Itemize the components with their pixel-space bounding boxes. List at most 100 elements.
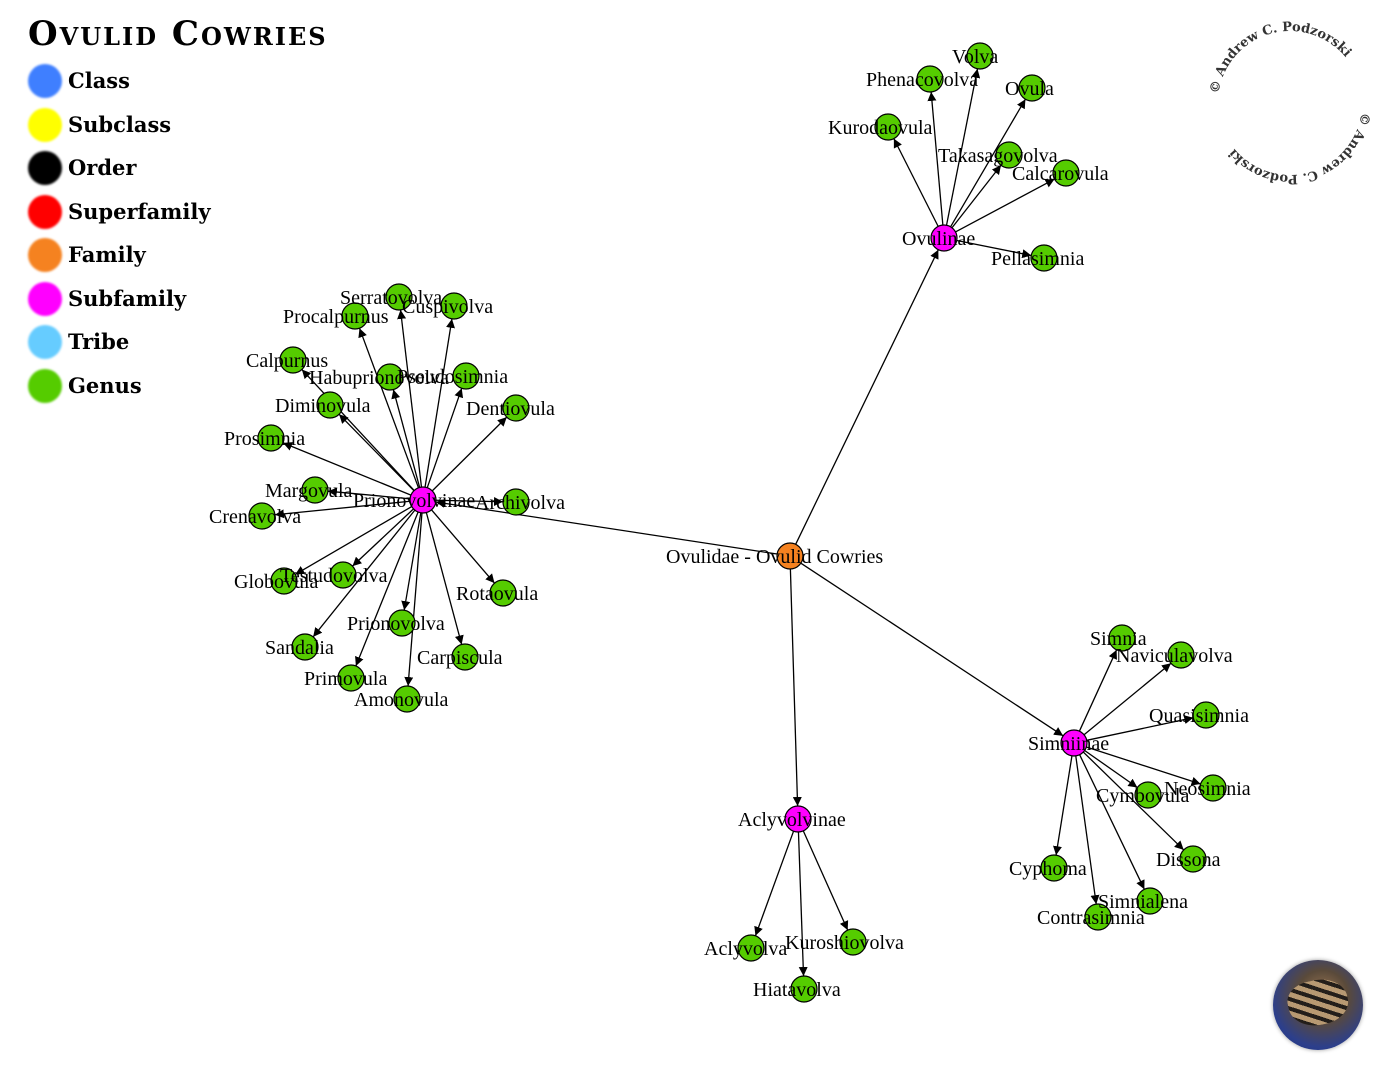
edge-aclyvolvinae-to-aclyvolva — [754, 830, 795, 937]
genus-quasisimnia-label: Quasisimnia — [1149, 705, 1249, 727]
edge-family-to-aclyvolvinae — [789, 568, 802, 807]
genus-cyphoma-label: Cyphoma — [1009, 858, 1087, 880]
genus-cyphoma-node — [1040, 854, 1068, 882]
legend-label: Class — [68, 68, 130, 93]
edge-simniinae-to-contrasimnia — [1075, 755, 1100, 905]
genus-margovula-label: Margovula — [265, 480, 353, 502]
subfamily-prionovolvinae-label: Prionovolvinae — [353, 490, 475, 512]
genus-procalpurnus-node — [341, 302, 369, 330]
edge-simniinae-to-cyphoma — [1053, 755, 1073, 856]
genus-naviculavolva-label: Naviculavolva — [1116, 645, 1233, 667]
legend-label: Order — [68, 155, 137, 180]
edge-family-to-prionovolvinae — [435, 498, 778, 555]
subfamily-aclyvolvinae-node — [784, 805, 812, 833]
legend-swatch — [28, 64, 62, 98]
genus-prosimnia-node — [257, 424, 285, 452]
genus-cuspivolva-label: Cuspivolva — [402, 296, 493, 318]
edge-simniinae-to-neosimnia — [1086, 746, 1201, 786]
genus-rotaovula-label: Rotaovula — [456, 583, 538, 605]
genus-ovula-node — [1018, 74, 1046, 102]
genus-hiatavolva-label: Hiatavolva — [753, 979, 841, 1001]
legend-label: Subclass — [68, 111, 172, 137]
genus-simnia-node — [1108, 624, 1136, 652]
edge-prionovolvinae-to-calpurnus — [301, 369, 415, 491]
edge-prionovolvinae-to-dentiovula — [431, 416, 508, 492]
genus-volva-label: Volva — [952, 46, 998, 68]
genus-sandalia-node — [291, 633, 319, 661]
legend-label: Subfamily — [68, 285, 187, 311]
genus-dentiovula-label: Dentiovula — [466, 398, 555, 420]
genus-primovula-node — [337, 664, 365, 692]
cowrie-shell-graphic — [1283, 974, 1353, 1031]
genus-amonovula-label: Amonovula — [354, 689, 449, 711]
edge-aclyvolvinae-to-kuroshiovolva — [802, 830, 849, 931]
genus-dentiovula-node — [502, 394, 530, 422]
edge-prionovolvinae-to-rotaovula — [430, 509, 496, 584]
genus-dissona-label: Dissona — [1156, 849, 1221, 871]
genus-takasagovolva-node — [995, 141, 1023, 169]
edge-aclyvolvinae-to-hiatavolva — [797, 831, 808, 977]
edge-simniinae-to-simnia — [1078, 649, 1118, 732]
genus-rotaovula-node — [489, 579, 517, 607]
genus-margovula-node — [301, 476, 329, 504]
edge-prionovolvinae-to-procalpurnus — [358, 327, 420, 489]
genus-carpiscula-node — [451, 643, 479, 671]
subfamily-simniinae-node — [1060, 729, 1088, 757]
genus-simnialena-node — [1136, 887, 1164, 915]
legend-label: Family — [68, 242, 146, 267]
genus-contrasimnia-label: Contrasimnia — [1037, 907, 1145, 929]
genus-aclyvolva-node — [737, 934, 765, 962]
genus-calcarovula-node — [1052, 159, 1080, 187]
genus-pellasimnia-label: Pellasimnia — [991, 248, 1084, 270]
genus-habuprionovolva-node — [376, 363, 404, 391]
subfamily-simniinae-label: Simniinae — [1028, 733, 1109, 755]
genus-habuprionovolva-label: Habuprionovolva — [309, 367, 449, 389]
nodes-layer — [248, 42, 1227, 1003]
genus-prosimnia-label: Prosimnia — [224, 428, 305, 450]
legend-swatch — [28, 238, 62, 272]
edge-ovulinae-to-pellasimnia — [956, 239, 1032, 259]
copyright-text-arc-2: © Andrew C. Podzorski — [1226, 111, 1373, 186]
subfamily-prionovolvinae-node — [409, 486, 437, 514]
logo-image — [1273, 960, 1363, 1050]
genus-phenacovolva-label: Phenacovolva — [866, 69, 978, 91]
family-ovulidae-label: Ovulidae - Ovulid Cowries — [666, 546, 883, 568]
edge-ovulinae-to-phenacovolva — [927, 91, 944, 226]
genus-cymbovula-node — [1134, 781, 1162, 809]
edge-prionovolvinae-to-archivolva — [435, 497, 504, 507]
legend-swatch — [28, 368, 62, 403]
genus-testudovolva-node — [329, 561, 357, 589]
legend-swatch — [28, 107, 62, 142]
legend-swatch — [28, 194, 62, 229]
genus-neosimnia-node — [1199, 774, 1227, 802]
genus-naviculavolva-node — [1167, 641, 1195, 669]
edge-ovulinae-to-calcarovula — [955, 178, 1055, 233]
genus-kurodaovula-label: Kurodaovula — [828, 117, 933, 139]
edge-prionovolvinae-to-testudovolva — [352, 508, 414, 567]
genus-quasisimnia-node — [1192, 701, 1220, 729]
edge-prionovolvinae-to-globovula — [294, 505, 413, 576]
edge-family-to-ovulinae — [795, 249, 939, 545]
genus-primovula-label: Primovula — [304, 668, 387, 690]
genus-simnia-label: Simnia — [1090, 628, 1147, 650]
edge-prionovolvinae-to-sandalia — [312, 509, 416, 638]
genus-diminovula-node — [316, 391, 344, 419]
edge-prionovolvinae-to-amonovula — [404, 512, 423, 687]
edge-prionovolvinae-to-crenavolva — [274, 500, 411, 519]
copyright-text-arc-1: © Andrew C. Podzorski — [1208, 20, 1355, 95]
genus-calcarovula-label: Calcarovula — [1012, 163, 1109, 185]
edge-prionovolvinae-to-diminovula — [338, 413, 415, 492]
genus-phenacovolva-node — [916, 65, 944, 93]
copyright-ring: © Andrew C. Podzorski © Andrew C. Podzor… — [1208, 20, 1373, 186]
genus-pseudosimnia-node — [452, 362, 480, 390]
edge-ovulinae-to-takasagovolva — [951, 164, 1002, 229]
genus-diminovula-label: Diminovula — [275, 395, 371, 417]
edge-ovulinae-to-ovula — [950, 98, 1026, 228]
edges-layer — [274, 68, 1201, 977]
genus-carpiscula-label: Carpiscula — [417, 647, 503, 669]
legend-swatch — [28, 325, 62, 359]
genus-volva-node — [966, 42, 994, 70]
genus-archivolva-node — [502, 488, 530, 516]
legend-label: Genus — [68, 372, 142, 398]
